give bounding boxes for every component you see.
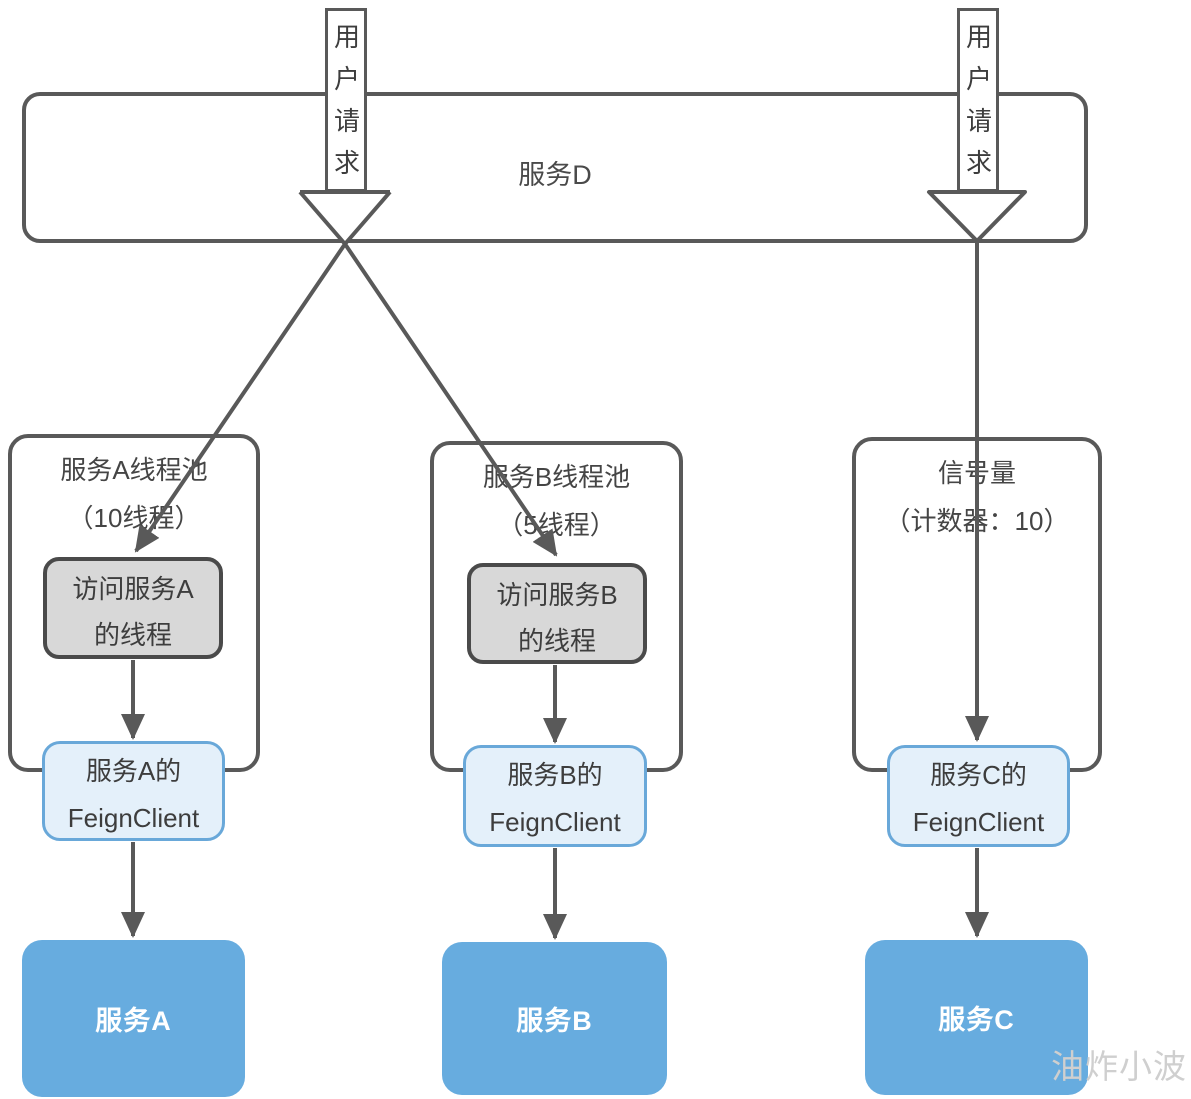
service-c-box: 服务C [865, 940, 1088, 1095]
feign-client-c-box: 服务C的 FeignClient [887, 745, 1070, 847]
feign-client-b-line1: 服务B的 [507, 760, 603, 790]
thread-box-b-line2: 的线程 [517, 626, 596, 656]
feign-client-a-line2: FeignClient [67, 803, 200, 833]
service-a-label: 服务A [95, 1006, 172, 1036]
feign-client-a-line1: 服务A的 [85, 756, 182, 786]
user-request-right-label: 用户请求 [962, 23, 993, 191]
feign-client-b-box: 服务B的 FeignClient [463, 745, 647, 847]
semaphore-title-line1: 信号量 [937, 458, 1016, 488]
watermark: 油炸小波 [1051, 1048, 1187, 1085]
feign-client-b-line2: FeignClient [489, 807, 621, 837]
service-d-label: 服务D [518, 160, 592, 190]
thread-box-b: 访问服务B 的线程 [467, 563, 647, 664]
service-b-label: 服务B [516, 1006, 593, 1036]
user-request-right: 用户请求 [957, 8, 999, 192]
service-a-box: 服务A [22, 940, 245, 1097]
feign-client-c-line2: FeignClient [912, 807, 1045, 837]
thread-pool-b-title-line2: （5线程） [497, 510, 616, 540]
semaphore-container: 信号量 （计数器：10） [852, 437, 1102, 772]
thread-pool-a-title: 服务A线程池 （10线程） [12, 446, 256, 542]
feign-client-a-box: 服务A的 FeignClient [42, 741, 225, 841]
thread-box-a: 访问服务A 的线程 [43, 557, 223, 659]
thread-pool-a-title-line2: （10线程） [67, 503, 201, 533]
thread-pool-a-title-line1: 服务A线程池 [60, 455, 208, 485]
thread-box-a-line2: 的线程 [93, 620, 172, 650]
thread-box-a-line1: 访问服务A [72, 574, 194, 604]
thread-pool-b-title: 服务B线程池 （5线程） [434, 453, 679, 549]
service-c-label: 服务C [938, 1005, 1015, 1035]
thread-pool-b-title-line1: 服务B线程池 [482, 462, 631, 492]
semaphore-title-line2: （计数器：10） [884, 506, 1070, 536]
service-b-box: 服务B [442, 942, 667, 1095]
feign-client-c-line1: 服务C的 [930, 760, 1027, 790]
user-request-left: 用户请求 [325, 8, 367, 192]
semaphore-title: 信号量 （计数器：10） [856, 449, 1098, 545]
thread-box-b-line1: 访问服务B [496, 580, 618, 610]
user-request-left-label: 用户请求 [330, 23, 361, 191]
